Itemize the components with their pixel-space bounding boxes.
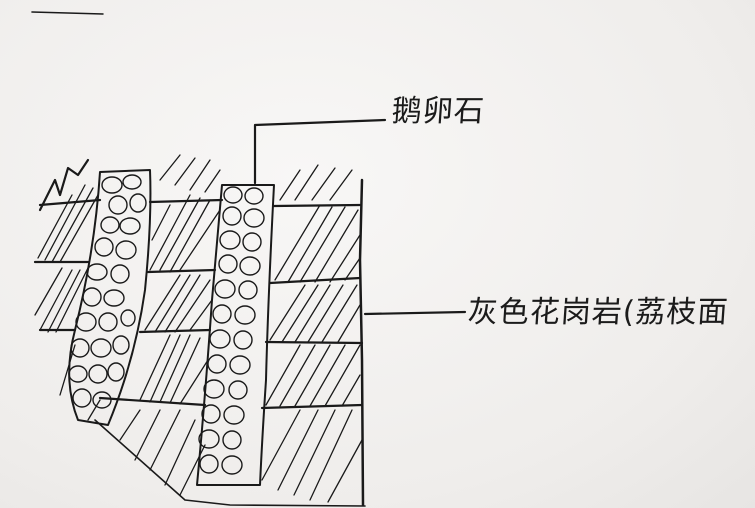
bottom-edge-line: [94, 419, 366, 507]
granite-hatching: [34, 154, 363, 503]
granite-label: 灰色花岗岩(荔枝面: [466, 295, 730, 330]
left-slab-outline: [38, 158, 90, 212]
pebble-label: 鹅卵石: [390, 94, 486, 129]
granite-leader-line: [363, 310, 467, 316]
slab-joint-1: [38, 198, 362, 208]
slab-joint-4: [98, 396, 364, 410]
paper-edge-mark: [31, 11, 104, 15]
pebble-leader-line: [253, 118, 387, 185]
pebble-band-middle-outline: [196, 184, 275, 486]
slab-joint-2: [33, 260, 362, 285]
pebbles: [68, 174, 265, 475]
right-boundary-line: [358, 178, 365, 507]
